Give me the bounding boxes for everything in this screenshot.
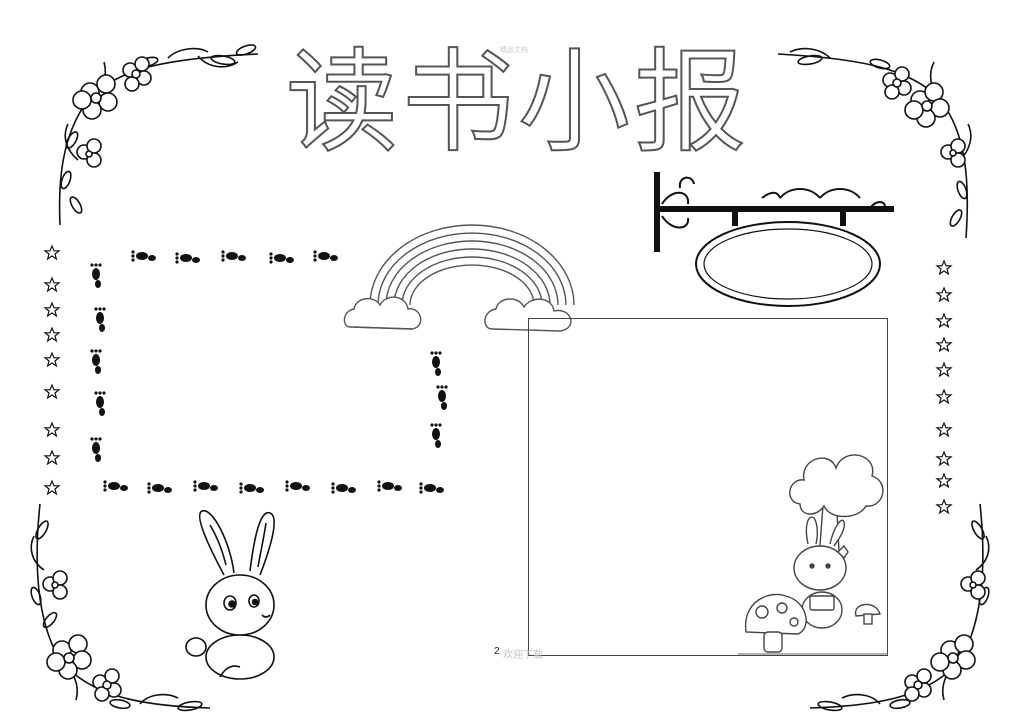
writing-box [528, 318, 888, 656]
star-icon [44, 450, 60, 465]
star-icon [44, 277, 60, 292]
star-icon [936, 422, 952, 437]
star-icon [936, 260, 952, 275]
rabbit-icon [185, 510, 275, 680]
page-number: 2 [494, 646, 500, 657]
star-icon [936, 313, 952, 328]
mushroom-icon [745, 593, 881, 653]
stamp-text: 精品文档 [500, 46, 528, 54]
cloud-icon [343, 296, 422, 330]
star-column-left [44, 245, 60, 495]
star-icon [936, 499, 952, 514]
flower-corner-top-left-icon [58, 44, 259, 226]
poster-title: 读书小报 [285, 37, 750, 169]
flower-corner-bottom-left-icon [30, 503, 211, 712]
footprints-bottom [103, 480, 444, 494]
flower-corner-top-right-icon [777, 47, 972, 239]
star-icon [44, 422, 60, 437]
star-column-right [936, 260, 952, 514]
page-watermark: 欢迎下载 [503, 650, 543, 661]
star-icon [936, 451, 952, 466]
star-icon [44, 384, 60, 399]
star-icon [936, 287, 952, 302]
star-icon [936, 389, 952, 404]
star-icon [936, 473, 952, 488]
star-icon [44, 327, 60, 342]
tree-scene-icon [738, 454, 888, 655]
rainbow-icon [343, 224, 575, 332]
cloud-icon [484, 298, 572, 332]
flower-corner-bottom-right-icon [809, 503, 990, 712]
star-icon [936, 362, 952, 377]
star-icon [44, 352, 60, 367]
star-icon [44, 245, 60, 260]
footprints-left [90, 263, 106, 462]
footprints-top [131, 250, 338, 264]
footprints-right [430, 351, 448, 448]
star-icon [936, 337, 952, 352]
hanging-sign-icon [654, 172, 894, 307]
star-icon [44, 302, 60, 317]
star-icon [44, 480, 60, 495]
rabbit-with-book-icon [793, 516, 849, 629]
